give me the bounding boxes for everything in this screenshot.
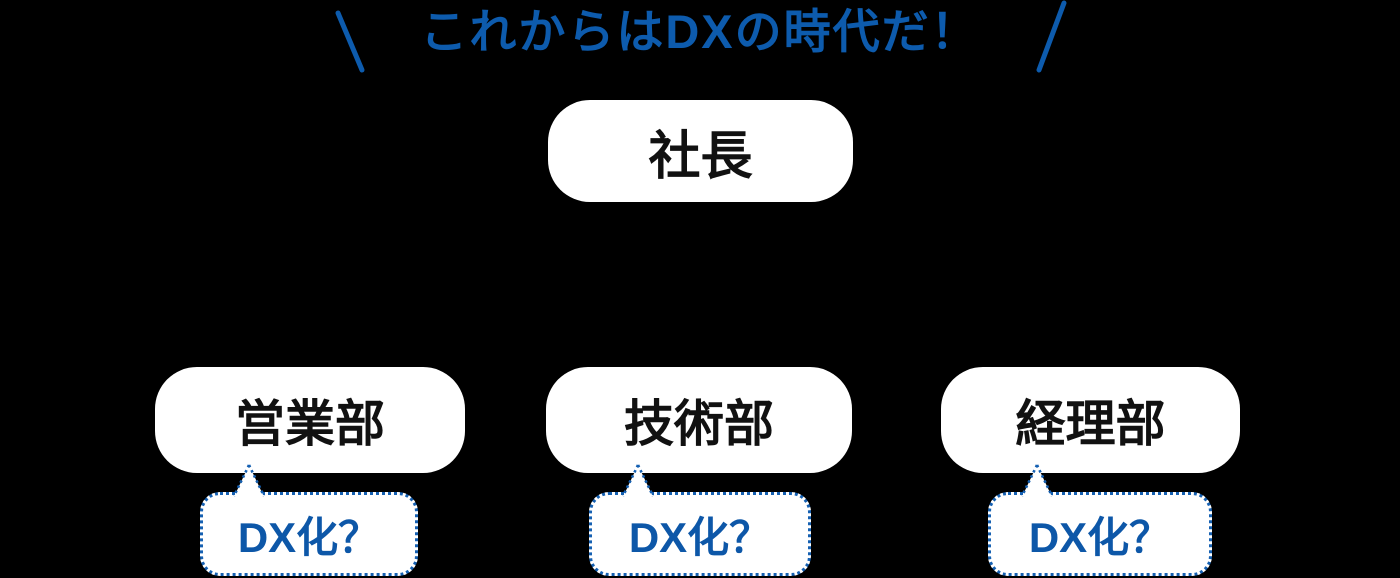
thought-bubble-accounting: DX化？ xyxy=(988,464,1212,576)
thought-accounting-label: DX化？ xyxy=(1028,513,1172,561)
thought-bubble-engineering: DX化？ xyxy=(589,464,811,576)
banner-title: これからはDXの時代だ！ xyxy=(420,5,980,58)
forward-slash-stroke-icon xyxy=(1036,0,1067,73)
bubble-tail-icon xyxy=(232,464,266,499)
thought-sales-label: DX化？ xyxy=(237,513,381,561)
backslash-stroke-icon xyxy=(335,10,365,73)
dept-sales-label: 営業部 xyxy=(235,396,385,452)
node-dept-accounting: 経理部 xyxy=(941,367,1240,473)
thought-engineering-label: DX化？ xyxy=(628,513,772,561)
dept-engineering-label: 技術部 xyxy=(624,396,774,452)
dept-accounting-label: 経理部 xyxy=(1015,396,1166,452)
node-president: 社長 xyxy=(548,100,853,202)
node-dept-engineering: 技術部 xyxy=(546,367,852,473)
president-label: 社長 xyxy=(648,127,753,186)
node-dept-sales: 営業部 xyxy=(155,367,465,473)
bubble-tail-icon xyxy=(1020,464,1054,499)
bubble-tail-icon xyxy=(621,464,655,499)
thought-bubble-sales: DX化？ xyxy=(200,464,418,576)
